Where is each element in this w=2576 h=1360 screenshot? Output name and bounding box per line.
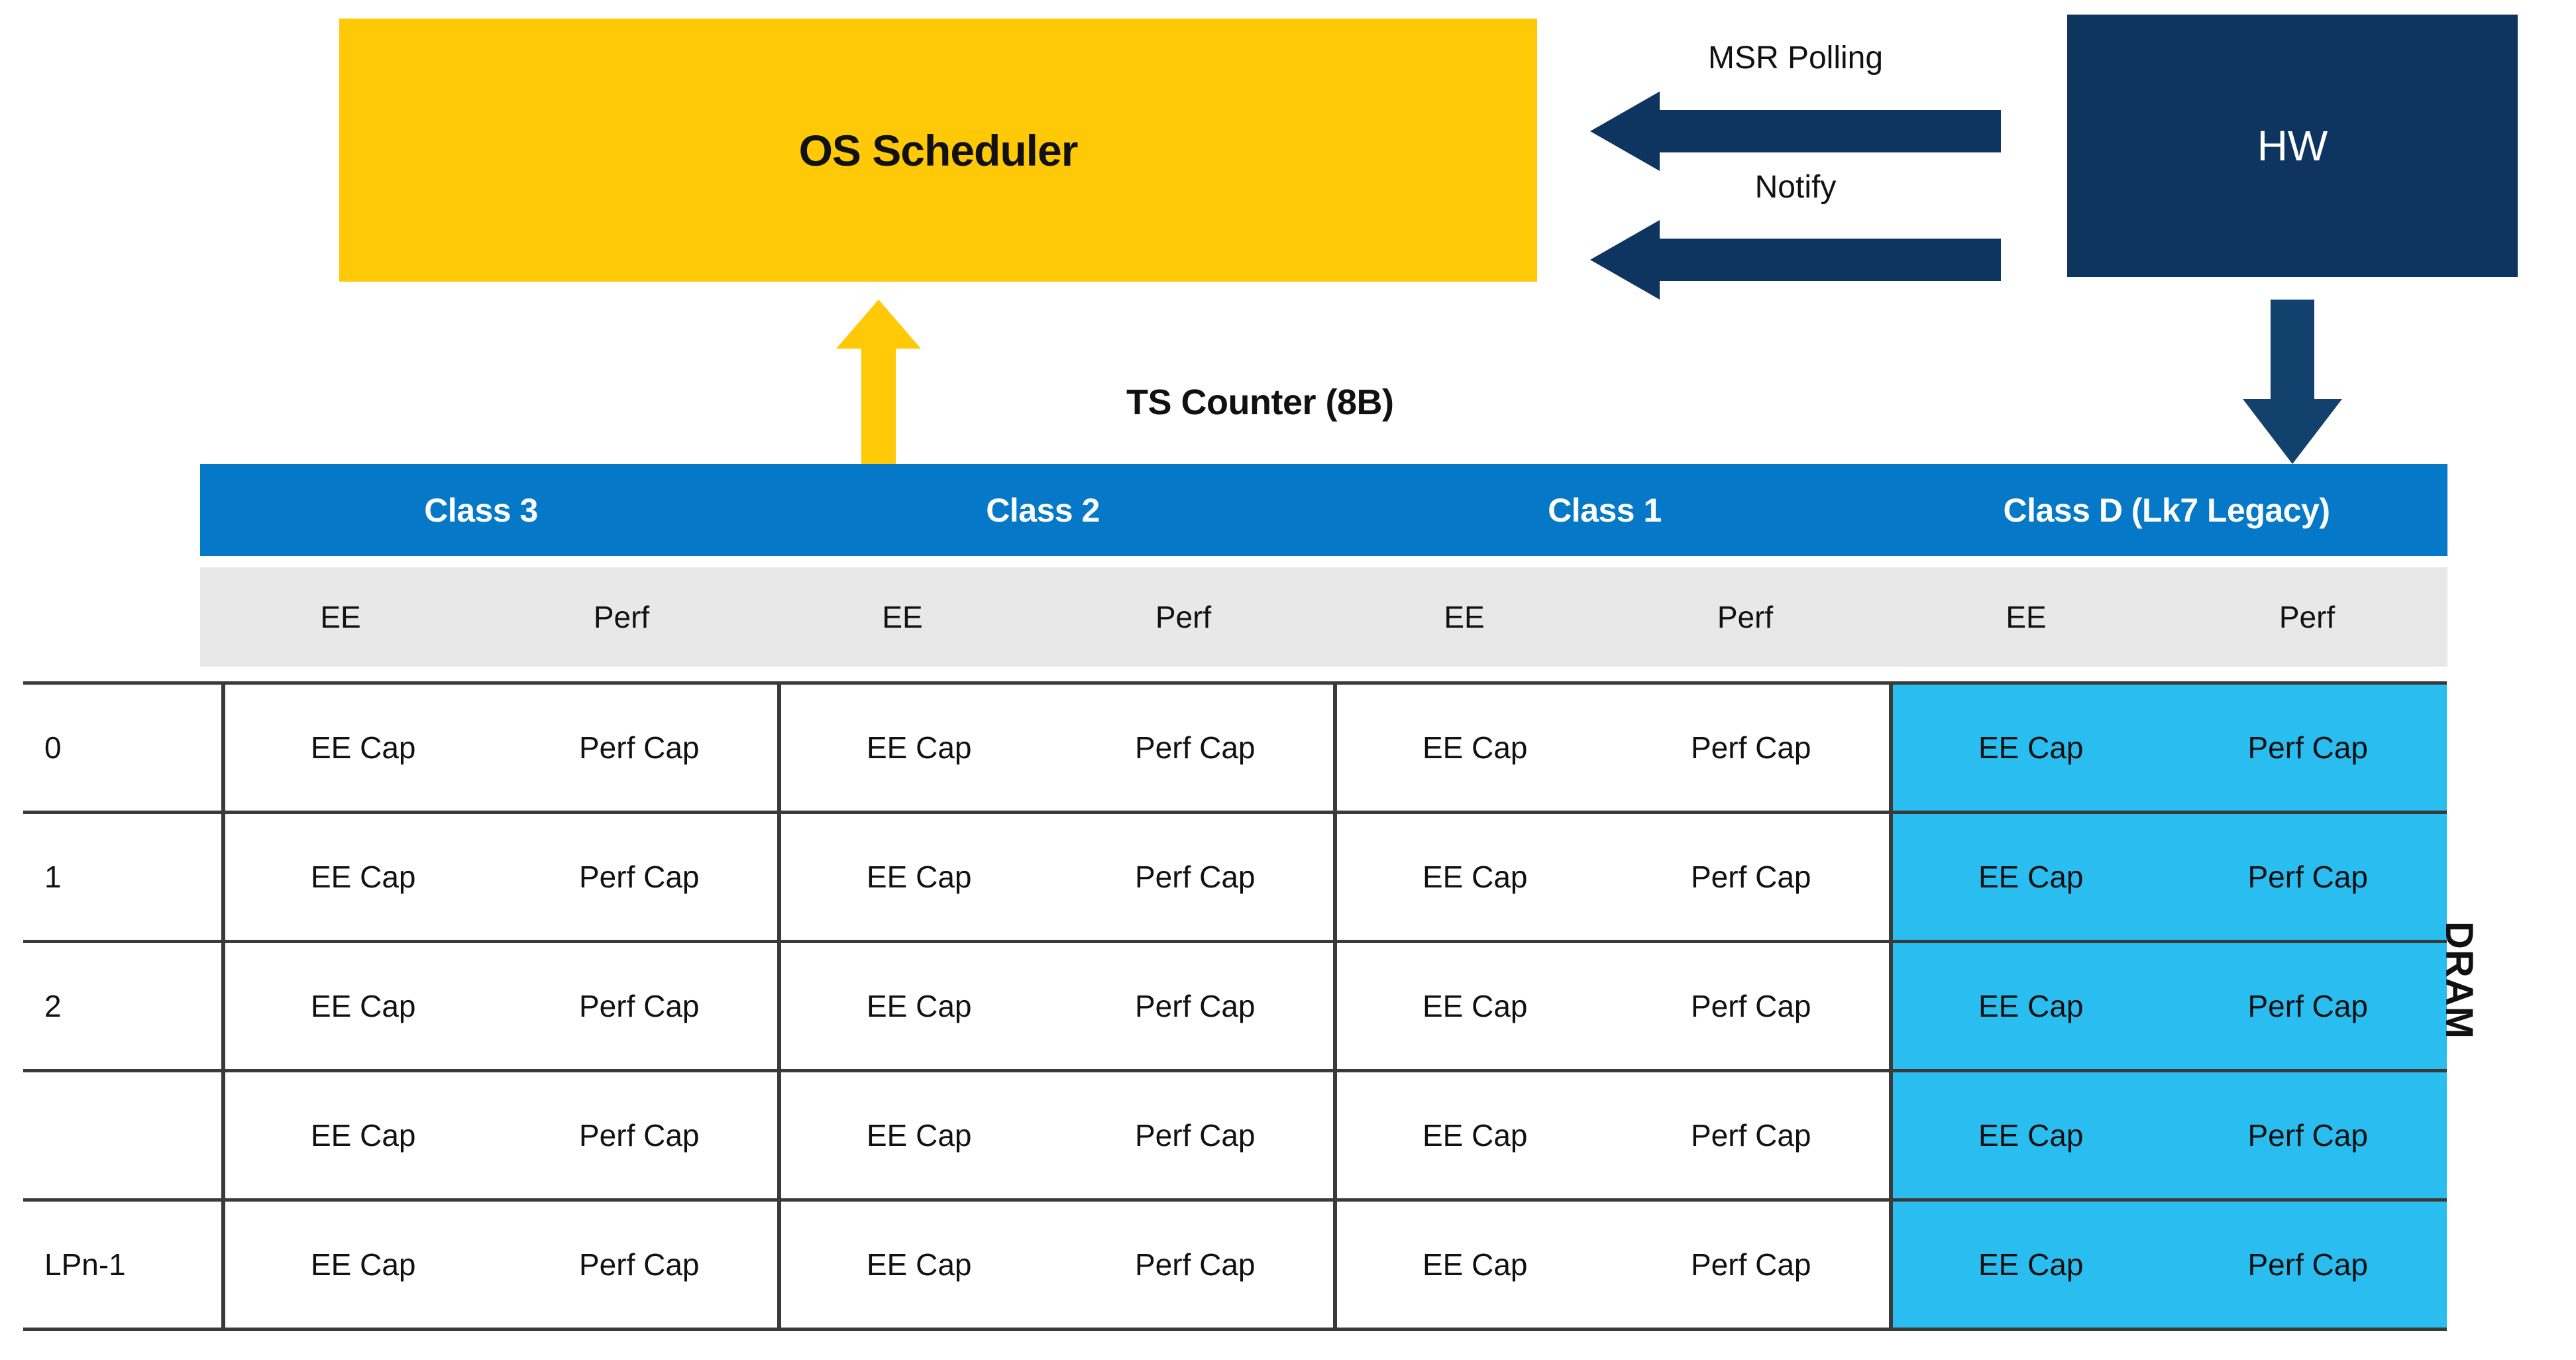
- cell-ee: EE Cap: [777, 1069, 1057, 1202]
- class-header-cell: Class D (Lk7 Legacy): [2003, 491, 2330, 529]
- subheader-cell: Perf: [1717, 600, 1774, 634]
- subheader-cell: EE: [2006, 600, 2047, 634]
- cell-perf-legacy: Perf Cap: [2169, 811, 2447, 943]
- cell-perf: Perf Cap: [1057, 1069, 1335, 1202]
- cell-ee: EE Cap: [777, 681, 1057, 814]
- ts-counter-table: 0 EE Cap Perf Cap EE Cap Perf Cap EE Cap…: [23, 681, 2447, 1331]
- cell-perf: Perf Cap: [501, 811, 779, 943]
- cell-ee-legacy: EE Cap: [1889, 1069, 2169, 1202]
- cell-ee: EE Cap: [1333, 811, 1613, 943]
- cell-ee-legacy: EE Cap: [1889, 811, 2169, 943]
- subheader-cell: Perf: [1155, 600, 1212, 634]
- cell-ee: EE Cap: [221, 1069, 502, 1202]
- table-row: 1 EE Cap Perf Cap EE Cap Perf Cap EE Cap…: [23, 811, 2447, 943]
- subheader-cell: Perf: [593, 600, 650, 634]
- cell-ee-legacy: EE Cap: [1889, 681, 2169, 814]
- ts-counter-title: TS Counter (8B): [1126, 382, 1394, 422]
- cell-perf: Perf Cap: [1613, 681, 1891, 814]
- hw-down-arrow-icon: [2243, 300, 2342, 464]
- class-header-cell: Class 1: [1548, 491, 1662, 529]
- cell-ee: EE Cap: [1333, 1069, 1613, 1202]
- row-label: [23, 1069, 225, 1202]
- cell-perf-legacy: Perf Cap: [2169, 681, 2447, 814]
- cell-ee: EE Cap: [777, 811, 1057, 943]
- hw-block: HW: [2067, 15, 2518, 277]
- cell-perf-legacy: Perf Cap: [2169, 940, 2447, 1072]
- class-header-cell: Class 3: [424, 491, 538, 529]
- hw-label: HW: [2257, 122, 2328, 170]
- subheader-band: EE Perf EE Perf EE Perf EE Perf: [200, 567, 2447, 667]
- cell-perf-legacy: Perf Cap: [2169, 1198, 2447, 1331]
- cell-ee: EE Cap: [221, 681, 502, 814]
- cell-ee-legacy: EE Cap: [1889, 940, 2169, 1072]
- cell-perf: Perf Cap: [1057, 811, 1335, 943]
- cell-perf: Perf Cap: [1613, 1198, 1891, 1331]
- row-label: LPn-1: [23, 1198, 225, 1331]
- subheader-cell: Perf: [2279, 600, 2335, 634]
- notify-arrow-icon: [1590, 220, 2001, 300]
- cell-ee: EE Cap: [777, 1198, 1057, 1331]
- row-label: 1: [23, 811, 225, 943]
- cell-perf: Perf Cap: [1613, 940, 1891, 1072]
- ts-counter-up-arrow-icon: [836, 300, 921, 464]
- table-row: LPn-1 EE Cap Perf Cap EE Cap Perf Cap EE…: [23, 1198, 2447, 1331]
- cell-perf-legacy: Perf Cap: [2169, 1069, 2447, 1202]
- cell-ee: EE Cap: [777, 940, 1057, 1072]
- cell-ee: EE Cap: [1333, 940, 1613, 1072]
- table-row: EE Cap Perf Cap EE Cap Perf Cap EE Cap P…: [23, 1069, 2447, 1202]
- cell-perf: Perf Cap: [1613, 1069, 1891, 1202]
- subheader-cell: EE: [320, 600, 361, 634]
- cell-perf: Perf Cap: [501, 940, 779, 1072]
- cell-perf: Perf Cap: [1613, 811, 1891, 943]
- row-label: 2: [23, 940, 225, 1072]
- os-scheduler-block: OS Scheduler: [339, 19, 1537, 282]
- cell-ee: EE Cap: [221, 940, 502, 1072]
- cell-ee: EE Cap: [1333, 1198, 1613, 1331]
- cell-ee: EE Cap: [221, 1198, 502, 1331]
- subheader-cell: EE: [1444, 600, 1485, 634]
- cell-perf: Perf Cap: [501, 681, 779, 814]
- os-scheduler-label: OS Scheduler: [798, 125, 1079, 175]
- row-label: 0: [23, 681, 225, 814]
- cell-perf: Perf Cap: [501, 1069, 779, 1202]
- cell-perf: Perf Cap: [1057, 681, 1335, 814]
- class-header-cell: Class 2: [986, 491, 1100, 529]
- msr-polling-arrow-icon: [1590, 91, 2001, 171]
- cell-perf: Perf Cap: [1057, 1198, 1335, 1331]
- cell-ee-legacy: EE Cap: [1889, 1198, 2169, 1331]
- notify-caption: Notify: [1754, 170, 1837, 205]
- cell-perf: Perf Cap: [1057, 940, 1335, 1072]
- subheader-cell: EE: [882, 600, 923, 634]
- cell-ee: EE Cap: [221, 811, 502, 943]
- cell-perf: Perf Cap: [501, 1198, 779, 1331]
- msr-polling-caption: MSR Polling: [1707, 40, 1884, 76]
- class-header-band: Class 3 Class 2 Class 1 Class D (Lk7 Leg…: [200, 464, 2447, 556]
- cell-ee: EE Cap: [1333, 681, 1613, 814]
- table-row: 2 EE Cap Perf Cap EE Cap Perf Cap EE Cap…: [23, 940, 2447, 1072]
- table-row: 0 EE Cap Perf Cap EE Cap Perf Cap EE Cap…: [23, 681, 2447, 814]
- dram-label: DRAM: [2438, 921, 2481, 1039]
